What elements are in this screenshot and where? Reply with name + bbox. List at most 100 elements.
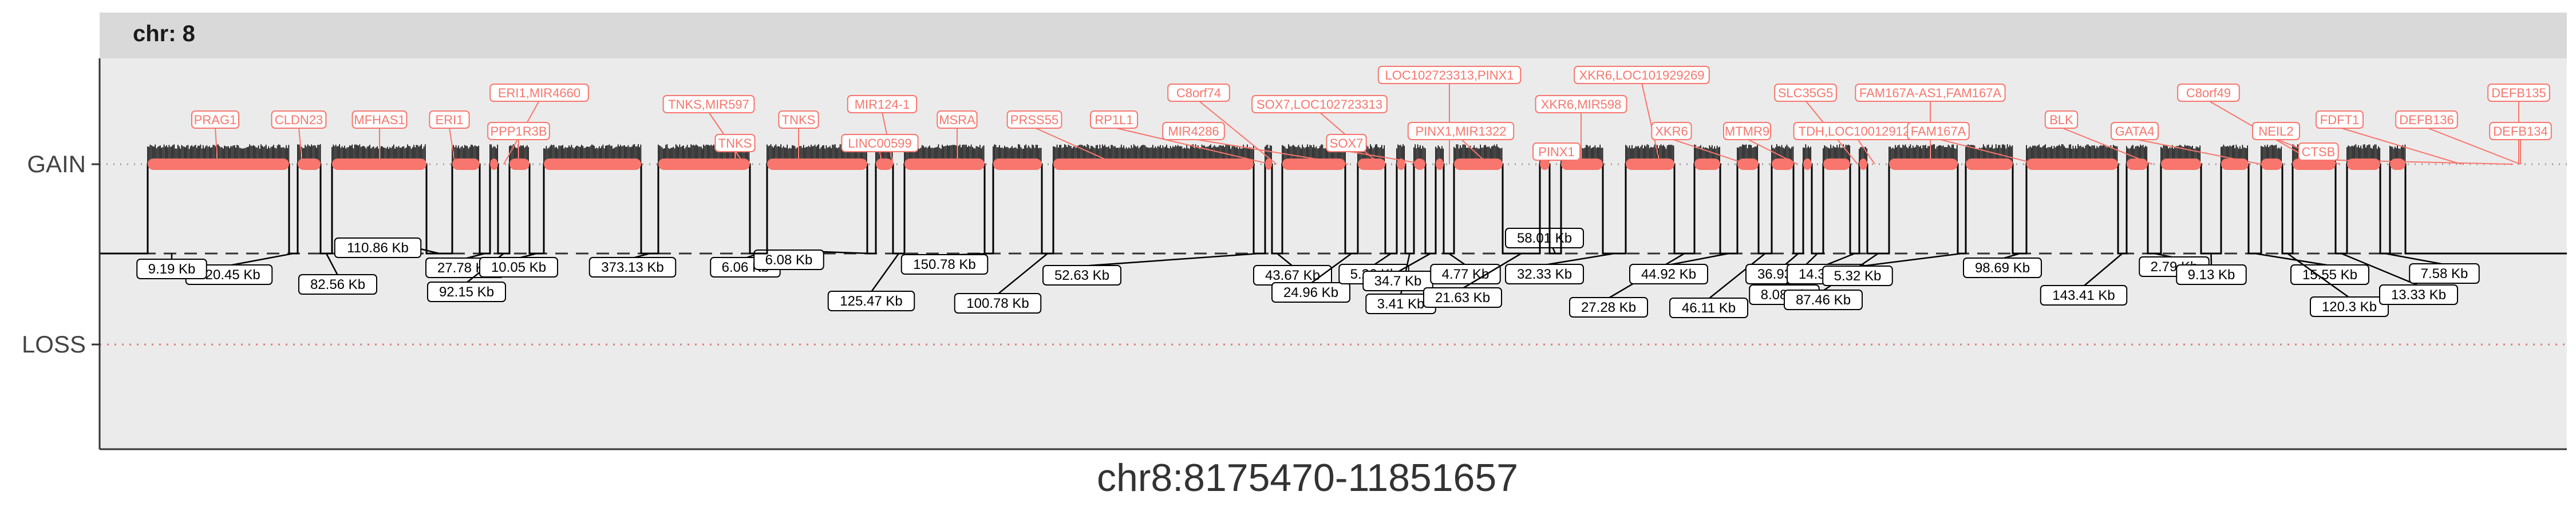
segment-label-box — [1505, 264, 1584, 284]
gene-label: MSRA — [939, 113, 975, 127]
gene-label: CTSB — [2302, 145, 2336, 159]
segment-size-label: 100.78 Kb — [966, 296, 1029, 311]
gene-leader — [1671, 138, 1748, 165]
gain-bar — [298, 159, 321, 170]
segment-label-box — [1784, 290, 1863, 310]
segment-size-label: 44.92 Kb — [1641, 267, 1696, 282]
gain-bar — [1737, 159, 1759, 170]
segment-leader — [1081, 252, 1260, 267]
gain-bar — [1823, 159, 1850, 170]
gain-bar — [1966, 159, 2013, 170]
segment-size-label: 7.58 Kb — [2421, 266, 2468, 282]
gene-leader — [1193, 138, 1349, 165]
gain-bar — [904, 159, 985, 170]
trace-noise — [1413, 144, 1426, 168]
segment-leader — [2287, 252, 2350, 299]
trace-noise — [1859, 146, 1867, 168]
x-axis-title: chr8:8175470-11851657 — [1097, 456, 1518, 500]
gene-leader — [1938, 138, 2038, 165]
gene-label-box — [778, 110, 819, 129]
gain-bar — [1889, 159, 1958, 170]
segment-size-label: 373.13 Kb — [601, 260, 663, 275]
gain-bar — [2026, 159, 2118, 170]
segment-leader — [2210, 253, 2212, 266]
segment-label-box — [334, 237, 422, 258]
gene-label-box — [1407, 122, 1515, 140]
gene-leader — [879, 150, 882, 165]
segment-label-box — [1271, 282, 1350, 303]
gain-bar — [1414, 159, 1425, 170]
gene-leader — [2134, 138, 2262, 165]
gain-bar — [1803, 159, 1812, 170]
trace-noise — [993, 144, 1042, 168]
segment-label-box — [1569, 297, 1648, 318]
segment-label-box — [1430, 264, 1501, 284]
trace-noise — [2261, 144, 2282, 168]
segment-size-label: 21.63 Kb — [1435, 290, 1490, 306]
segment-leader — [1277, 253, 1293, 267]
segment-label-box — [427, 282, 506, 302]
segment-leader — [228, 252, 294, 267]
gain-bar — [1358, 159, 1385, 170]
gene-label-box — [429, 110, 470, 129]
gain-bar — [2127, 159, 2148, 170]
trace-noise — [147, 144, 290, 168]
segment-leader — [870, 253, 900, 292]
segment-leader — [2083, 253, 2123, 287]
gene-label-box — [1651, 122, 1692, 140]
segment-leader — [1462, 252, 1522, 290]
gene-label-box — [1377, 66, 1522, 84]
segment-size-label: 24.96 Kb — [1283, 285, 1338, 300]
gene-label-box — [1855, 84, 2006, 102]
trace-noise — [1435, 145, 1444, 168]
gain-bar — [1540, 159, 1550, 170]
facet-strip — [100, 13, 2567, 58]
trace-noise — [2389, 144, 2406, 168]
gene-label: FDFT1 — [2320, 113, 2359, 127]
gene-leader — [215, 127, 218, 165]
gene-label: ERI1,MIR4660 — [498, 86, 580, 100]
segment-size-label: 43.67 Kb — [1265, 268, 1320, 283]
gene-leader — [449, 127, 456, 165]
segment-label-box — [1423, 287, 1502, 308]
gene-label-box — [1535, 95, 1627, 113]
segment-size-label: 3.41 Kb — [1377, 296, 1425, 312]
trace-noise — [489, 144, 498, 168]
segment-size-label: 110.86 Kb — [347, 240, 409, 256]
segment-label-box — [136, 259, 207, 279]
gene-label-box — [1774, 84, 1837, 102]
trace-noise — [297, 144, 321, 168]
gene-label-box — [1907, 122, 1970, 140]
gene-label: PPP1R3B — [490, 124, 547, 138]
gene-label: CLDN23 — [275, 113, 323, 127]
gain-bar — [509, 159, 530, 170]
gene-leader — [298, 127, 303, 165]
gene-leader — [1747, 138, 1798, 165]
gene-label: PINX1 — [1538, 145, 1575, 159]
gene-label-box — [2489, 122, 2552, 140]
segment-leader — [1668, 252, 1729, 266]
segment-label-box — [298, 274, 377, 295]
segment-leader — [1310, 252, 1352, 284]
segment-leader — [325, 253, 339, 276]
segment-size-label: 32.33 Kb — [1517, 267, 1572, 282]
gene-label-box — [714, 134, 756, 152]
segment-size-label: 92.15 Kb — [439, 284, 494, 300]
gene-label-box — [2177, 84, 2240, 102]
segment-label-box — [1629, 264, 1708, 284]
segment-size-label: 120.3 Kb — [2322, 299, 2377, 315]
gene-label-box — [487, 122, 550, 140]
gain-bar — [2261, 159, 2282, 170]
segment-leader — [1826, 252, 1855, 266]
gain-bar — [490, 159, 498, 170]
segment-label-box — [1669, 298, 1748, 318]
segment-size-label: 10.05 Kb — [491, 260, 546, 275]
gene-label: C8orf49 — [2186, 86, 2231, 100]
segment-leader — [1373, 252, 1392, 266]
segment-size-label: 320.45 Kb — [197, 267, 260, 283]
gene-label-box — [847, 95, 918, 113]
segment-label-box — [1505, 228, 1584, 248]
segment-label-box — [2379, 284, 2458, 305]
trace-noise — [452, 144, 479, 168]
segment-leader — [2341, 252, 2419, 287]
